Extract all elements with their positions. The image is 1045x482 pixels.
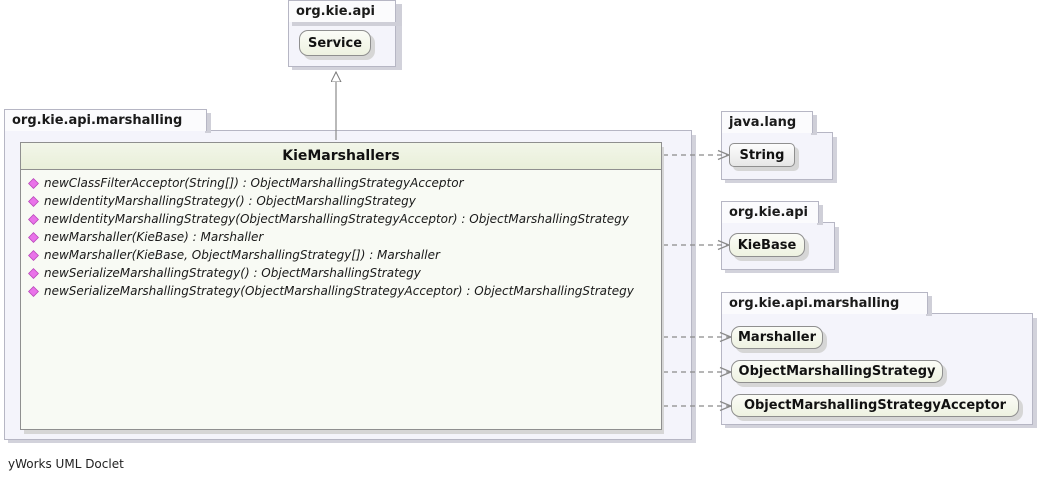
node-label-service: Service bbox=[307, 35, 363, 51]
class-member-signature: newIdentityMarshallingStrategy() : Objec… bbox=[44, 194, 416, 208]
node-label-kiebase: KieBase bbox=[737, 237, 797, 253]
package-label-java-lang: java.lang bbox=[721, 111, 813, 133]
class-member-row[interactable]: newIdentityMarshallingStrategy() : Objec… bbox=[21, 192, 661, 210]
class-member-signature: newMarshaller(KieBase, ObjectMarshalling… bbox=[44, 248, 440, 262]
package-label-org-kie-api-top: org.kie.api bbox=[288, 0, 396, 22]
class-member-signature: newIdentityMarshallingStrategy(ObjectMar… bbox=[44, 212, 629, 226]
node-label-marshaller: Marshaller bbox=[737, 330, 817, 345]
class-member-row[interactable]: newClassFilterAcceptor(String[]) : Objec… bbox=[21, 174, 661, 192]
class-member-row[interactable]: newMarshaller(KieBase) : Marshaller bbox=[21, 228, 661, 246]
node-string[interactable]: String bbox=[729, 143, 795, 167]
class-member-signature: newSerializeMarshallingStrategy(ObjectMa… bbox=[44, 284, 634, 298]
class-member-row[interactable]: newMarshaller(KieBase, ObjectMarshalling… bbox=[21, 246, 661, 264]
method-icon bbox=[28, 231, 39, 243]
node-marshaller[interactable]: Marshaller bbox=[731, 326, 823, 349]
node-label-string: String bbox=[739, 147, 785, 163]
footer-credit: yWorks UML Doclet bbox=[8, 457, 124, 471]
package-label-org-kie-api-marshalling-left: org.kie.api.marshalling bbox=[4, 109, 207, 131]
node-service[interactable]: Service bbox=[299, 30, 371, 56]
class-header-kiemarshallers: KieMarshallers bbox=[21, 143, 661, 170]
class-kiemarshallers[interactable]: KieMarshallers newClassFilterAcceptor(St… bbox=[20, 142, 662, 430]
method-icon bbox=[28, 249, 39, 261]
class-members-list: newClassFilterAcceptor(String[]) : Objec… bbox=[21, 170, 661, 300]
method-icon bbox=[28, 177, 39, 189]
method-icon bbox=[28, 213, 39, 225]
class-member-row[interactable]: newIdentityMarshallingStrategy(ObjectMar… bbox=[21, 210, 661, 228]
class-member-signature: newMarshaller(KieBase) : Marshaller bbox=[44, 230, 264, 244]
package-label-org-kie-api-right: org.kie.api bbox=[721, 201, 819, 223]
node-objectmarshallingstrategy[interactable]: ObjectMarshallingStrategy bbox=[731, 360, 943, 383]
node-objectmarshallingstrategyacceptor[interactable]: ObjectMarshallingStrategyAcceptor bbox=[731, 394, 1019, 417]
package-tab-shadow bbox=[811, 115, 817, 135]
method-icon bbox=[28, 195, 39, 207]
class-member-signature: newSerializeMarshallingStrategy() : Obje… bbox=[44, 266, 421, 280]
package-tab-shadow bbox=[926, 296, 932, 316]
method-icon bbox=[28, 267, 39, 279]
class-member-signature: newClassFilterAcceptor(String[]) : Objec… bbox=[44, 176, 464, 190]
class-title-kiemarshallers: KieMarshallers bbox=[282, 148, 400, 164]
class-member-row[interactable]: newSerializeMarshallingStrategy() : Obje… bbox=[21, 264, 661, 282]
package-label-org-kie-api-marshalling-right: org.kie.api.marshalling bbox=[721, 292, 928, 314]
class-member-row[interactable]: newSerializeMarshallingStrategy(ObjectMa… bbox=[21, 282, 661, 300]
node-label-objectmarshallingstrategy: ObjectMarshallingStrategy bbox=[738, 364, 936, 379]
node-label-objectmarshallingstrategyacceptor: ObjectMarshallingStrategyAcceptor bbox=[743, 398, 1007, 413]
package-tab-shadow bbox=[205, 113, 211, 133]
package-tab-shadow bbox=[817, 205, 823, 225]
method-icon bbox=[28, 285, 39, 297]
node-kiebase[interactable]: KieBase bbox=[729, 233, 805, 257]
